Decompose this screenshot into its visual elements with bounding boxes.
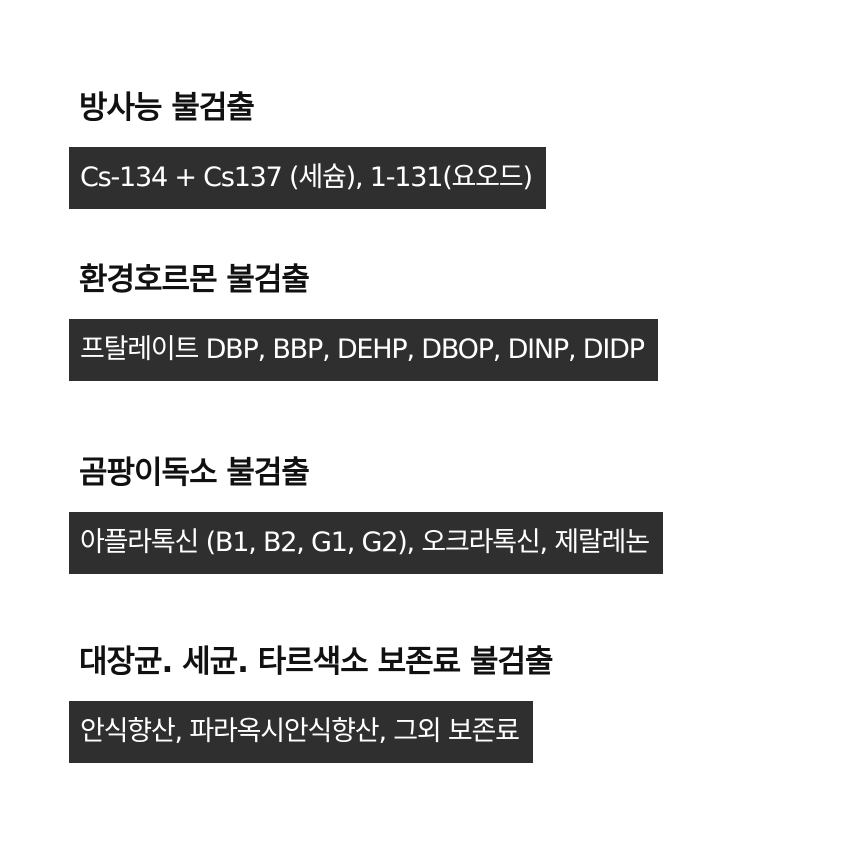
section-detail-label: Cs-134 + Cs137 (세슘), 1-131(요오드) [69,147,546,209]
section-endocrine-disruptors: 환경호르몬 불검출 프탈레이트 DBP, BBP, DEHP, DBOP, DI… [69,258,849,385]
section-heading: 방사능 불검출 [79,90,255,126]
section-heading: 대장균. 세균. 타르색소 보존료 불검출 [79,644,554,680]
section-mycotoxins: 곰팡이독소 불검출 아플라톡신 (B1, B2, G1, G2), 오크라톡신,… [69,451,849,578]
section-bacteria-preservatives: 대장균. 세균. 타르색소 보존료 불검출 안식향산, 파라옥시안식향산, 그외… [69,640,849,767]
section-heading: 곰팡이독소 불검출 [79,455,310,491]
section-detail-label: 아플라톡신 (B1, B2, G1, G2), 오크라톡신, 제랄레논 [69,512,663,574]
section-heading: 환경호르몬 불검출 [79,262,310,298]
section-detail-label: 안식향산, 파라옥시안식향산, 그외 보존료 [69,701,533,763]
section-detail-label: 프탈레이트 DBP, BBP, DEHP, DBOP, DINP, DIDP [69,319,658,381]
section-radioactivity: 방사능 불검출 Cs-134 + Cs137 (세슘), 1-131(요오드) [69,86,849,213]
